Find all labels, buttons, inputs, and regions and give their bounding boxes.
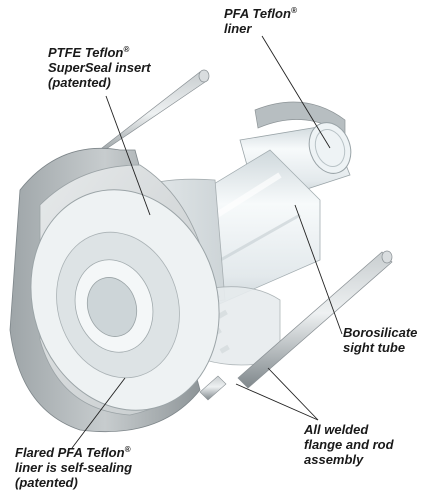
leader-lines [71,35,343,449]
label-welded-flange-rod-assembly: All welded flange and rod assembly [304,422,394,467]
leader-flared [71,377,126,449]
tie-rod-lower [199,375,227,401]
label-ptfe-superseal-insert: PTFE Teflon® SuperSeal insert (patented) [48,45,151,90]
leader-sight-tube [294,204,343,335]
tie-rod-front-right [237,250,393,389]
leader-welded-2 [235,383,319,421]
leader-pfa-liner [261,35,331,149]
leader-welded-1 [267,367,319,421]
flared-liner-face [30,189,220,411]
label-flared-pfa-liner: Flared PFA Teflon® liner is self-sealing… [15,445,133,490]
leader-ptfe-insert [105,95,151,216]
label-borosilicate-sight-tube: Borosilicate sight tube [343,325,418,355]
label-pfa-teflon-liner: PFA Teflon® liner [224,6,297,36]
